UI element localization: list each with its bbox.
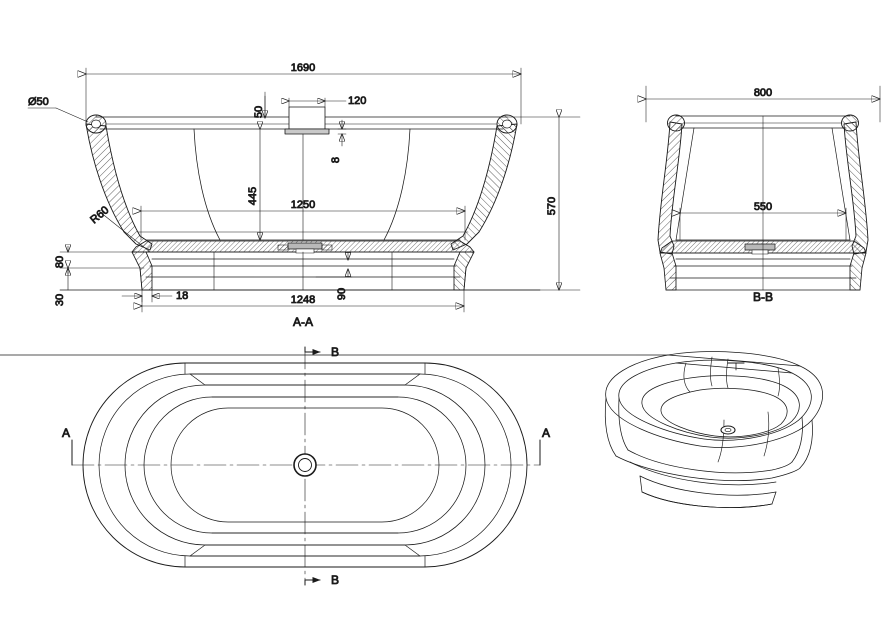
dimension-overflow-thickness: 8 [330,119,347,163]
section-mark-a-left-label: A [62,426,70,440]
section-mark-b-top: B [304,345,339,359]
dim-1248-text: 1248 [291,294,315,306]
dimension-rim-diameter: Ø50 [28,96,89,123]
label-section-aa: A-A [293,315,313,329]
dimension-base-length: 1248 [142,289,464,313]
view-plan: A A B B [62,345,551,588]
dimension-base-height: 30 [54,268,68,307]
dim-800-text: 800 [754,87,772,99]
dim-30-text: 30 [54,294,66,306]
dimension-drain-height: 90 [315,251,353,301]
section-mark-a-right: A [539,426,550,466]
tap-mark-iso [727,362,745,371]
dimension-inner-depth: 445 [247,129,260,240]
overflow-detail [284,106,330,241]
section-mark-b-top-label: B [331,345,339,359]
dimension-overall-height: 570 [463,117,581,290]
tub-body-section [85,114,518,251]
section-mark-a-left: A [62,426,73,466]
dim-550-text: 550 [754,201,772,213]
dim-445-text: 445 [247,187,259,205]
dim-18-text: 18 [176,290,188,302]
dim-1250-text: 1250 [291,199,315,211]
dimension-overall-length: 1690 [86,62,521,125]
dim-50-text: 50 [253,106,265,118]
section-mark-b-bottom-label: B [331,573,339,587]
drain-plan [293,453,317,477]
dim-r60-text: R60 [88,204,111,226]
dimension-foot-offset: 18 [121,290,189,302]
section-mark-a-right-label: A [542,426,550,440]
dimension-inner-length: 1250 [141,199,465,241]
dim-1690-text: 1690 [291,62,315,74]
view-isometric [0,351,824,508]
dimension-inner-width: 550 [680,201,846,241]
drain-fitting-bb [744,243,776,255]
view-section-bb: 800 550 B-B [646,85,880,304]
dim-90-text: 90 [336,288,348,300]
dim-80-text: 80 [54,256,66,268]
dimension-overflow-width: 120 [289,95,367,107]
drain-iso [720,425,736,435]
dimension-overall-width: 800 [646,85,880,123]
plinth-base-section [59,251,541,291]
dimension-overflow-depth: 50 [253,91,265,119]
dim-8-text: 8 [330,157,342,163]
drain-fitting-section [277,242,333,254]
dimension-plinth-height: 80 [54,246,151,274]
label-section-bb: B-B [753,290,773,304]
section-mark-b-bottom: B [304,573,339,587]
dim-120-text: 120 [348,95,366,107]
dim-d50-text: Ø50 [28,96,49,108]
view-section-aa: 1690 Ø50 50 120 8 [28,62,581,329]
dim-570-text: 570 [546,197,558,215]
